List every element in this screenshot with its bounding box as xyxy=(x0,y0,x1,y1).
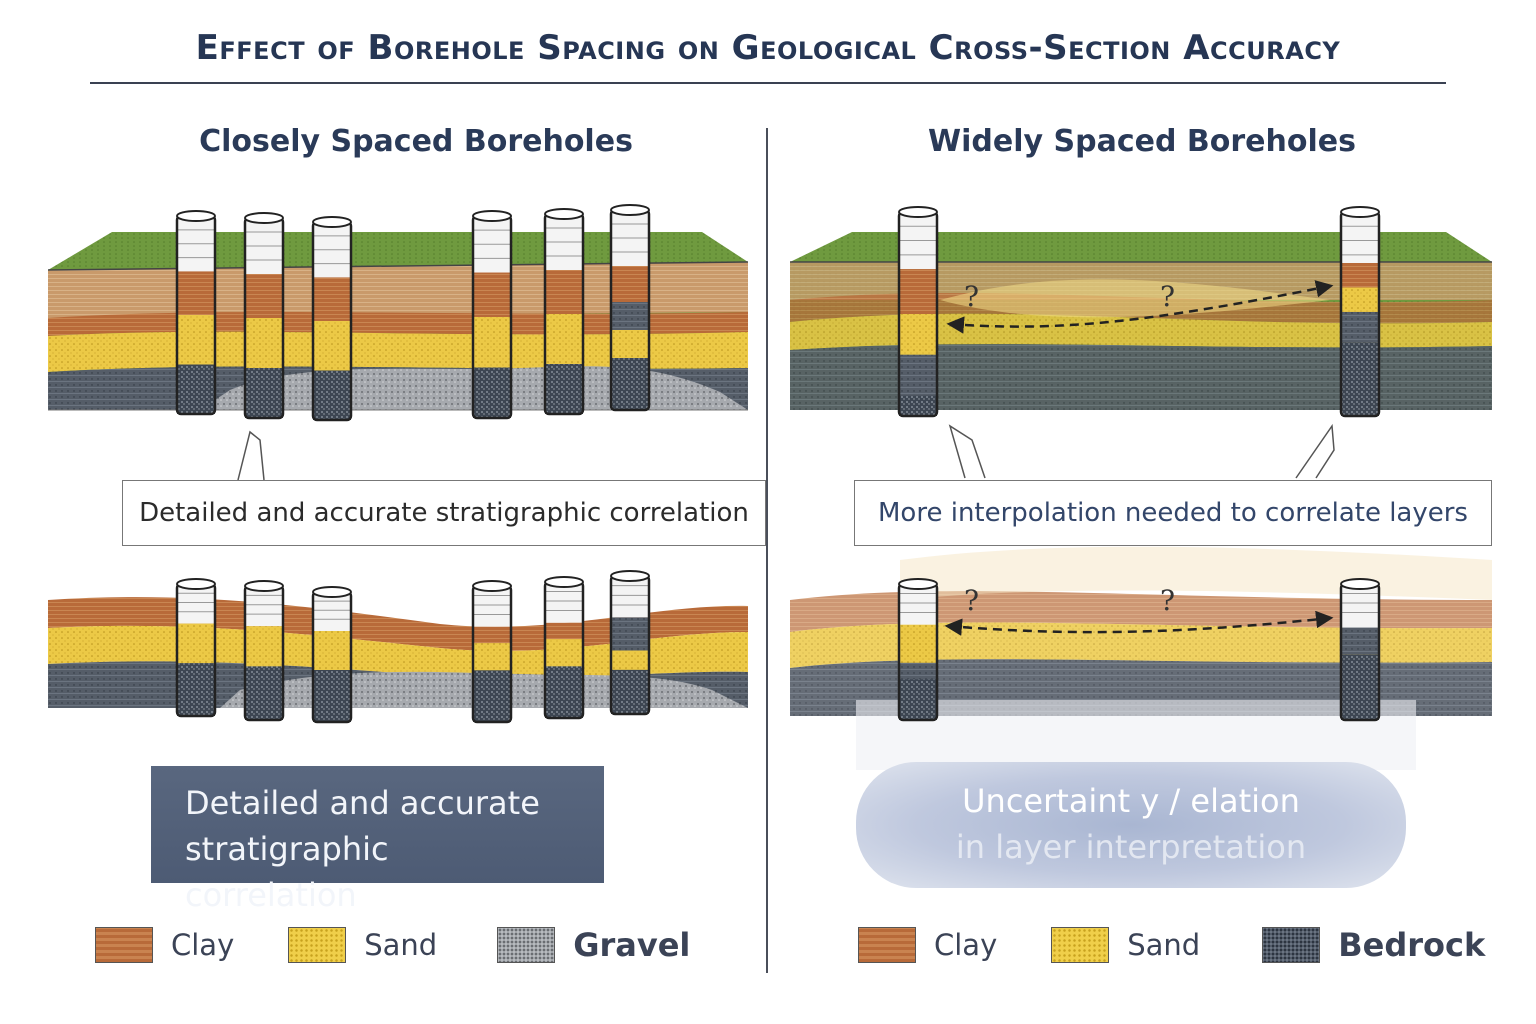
sand-swatch-right xyxy=(1051,927,1110,963)
right-legend: Clay Sand Bedrock xyxy=(858,926,1485,964)
borehole-column xyxy=(543,208,585,416)
left-summary-line1: Detailed and accurate xyxy=(185,784,540,822)
left-summary-line2: stratigraphic correlation xyxy=(185,830,389,914)
borehole-column xyxy=(243,580,285,722)
borehole-column xyxy=(471,210,513,420)
question-mark-1: ? xyxy=(964,280,980,313)
borehole-column xyxy=(1339,578,1381,722)
gravel-swatch xyxy=(497,927,556,963)
question-mark-3: ? xyxy=(964,584,980,617)
right-top-section xyxy=(790,232,1492,410)
bedrock-swatch xyxy=(1262,927,1321,963)
right-callout-pointer-left xyxy=(948,424,986,479)
title-rule xyxy=(90,82,1446,84)
diagram-title: Effect of Borehole Spacing on Geological… xyxy=(195,28,1341,68)
legend-item-clay: Clay xyxy=(95,927,234,963)
fog-overlay xyxy=(856,700,1416,770)
question-mark-4: ? xyxy=(1160,584,1176,617)
right-summary-box: Uncertaint y / elation in layer interpre… xyxy=(856,762,1406,888)
legend-item-clay-right: Clay xyxy=(858,927,997,963)
question-mark-2: ? xyxy=(1160,280,1176,313)
legend-label-sand: Sand xyxy=(364,928,438,962)
borehole-column xyxy=(543,576,585,720)
legend-item-sand-right: Sand xyxy=(1051,927,1200,963)
borehole-column xyxy=(175,578,217,718)
borehole-column xyxy=(1339,206,1381,418)
clay-swatch xyxy=(95,927,153,963)
legend-label-clay: Clay xyxy=(171,928,235,962)
legend-label-gravel: Gravel xyxy=(573,926,691,964)
left-summary-box: Detailed and accurate stratigraphic corr… xyxy=(151,766,604,914)
borehole-column xyxy=(471,580,513,724)
left-callout-pointer xyxy=(237,430,265,481)
borehole-column xyxy=(897,206,939,418)
sand-swatch xyxy=(288,927,347,963)
legend-item-sand: Sand xyxy=(288,927,437,963)
borehole-column xyxy=(311,586,353,724)
legend-label-bedrock: Bedrock xyxy=(1338,926,1486,964)
left-legend: Clay Sand Gravel xyxy=(95,926,690,964)
borehole-column xyxy=(175,210,217,416)
legend-label-sand-right: Sand xyxy=(1127,928,1201,962)
borehole-column xyxy=(897,578,939,722)
left-panel-heading: Closely Spaced Boreholes xyxy=(199,124,633,159)
right-panel-heading: Widely Spaced Boreholes xyxy=(928,124,1356,159)
legend-item-gravel: Gravel xyxy=(497,926,690,964)
right-summary-line2: in layer interpretation xyxy=(955,828,1307,866)
right-bottom-section xyxy=(790,546,1492,716)
clay-swatch-right xyxy=(858,927,916,963)
legend-item-bedrock: Bedrock xyxy=(1262,926,1485,964)
borehole-column xyxy=(243,212,285,420)
panel-divider xyxy=(766,128,768,973)
left-callout: Detailed and accurate stratigraphic corr… xyxy=(122,480,766,546)
right-summary-line1: Uncertaint y / elation xyxy=(962,782,1300,820)
borehole-column xyxy=(609,204,651,412)
correlation-arrow-bottom xyxy=(944,610,1334,636)
borehole-column xyxy=(311,216,353,422)
right-callout: More interpolation needed to correlate l… xyxy=(854,480,1492,546)
borehole-column xyxy=(609,570,651,716)
right-callout-pointer-right xyxy=(1295,423,1335,479)
legend-label-clay-right: Clay xyxy=(934,928,998,962)
